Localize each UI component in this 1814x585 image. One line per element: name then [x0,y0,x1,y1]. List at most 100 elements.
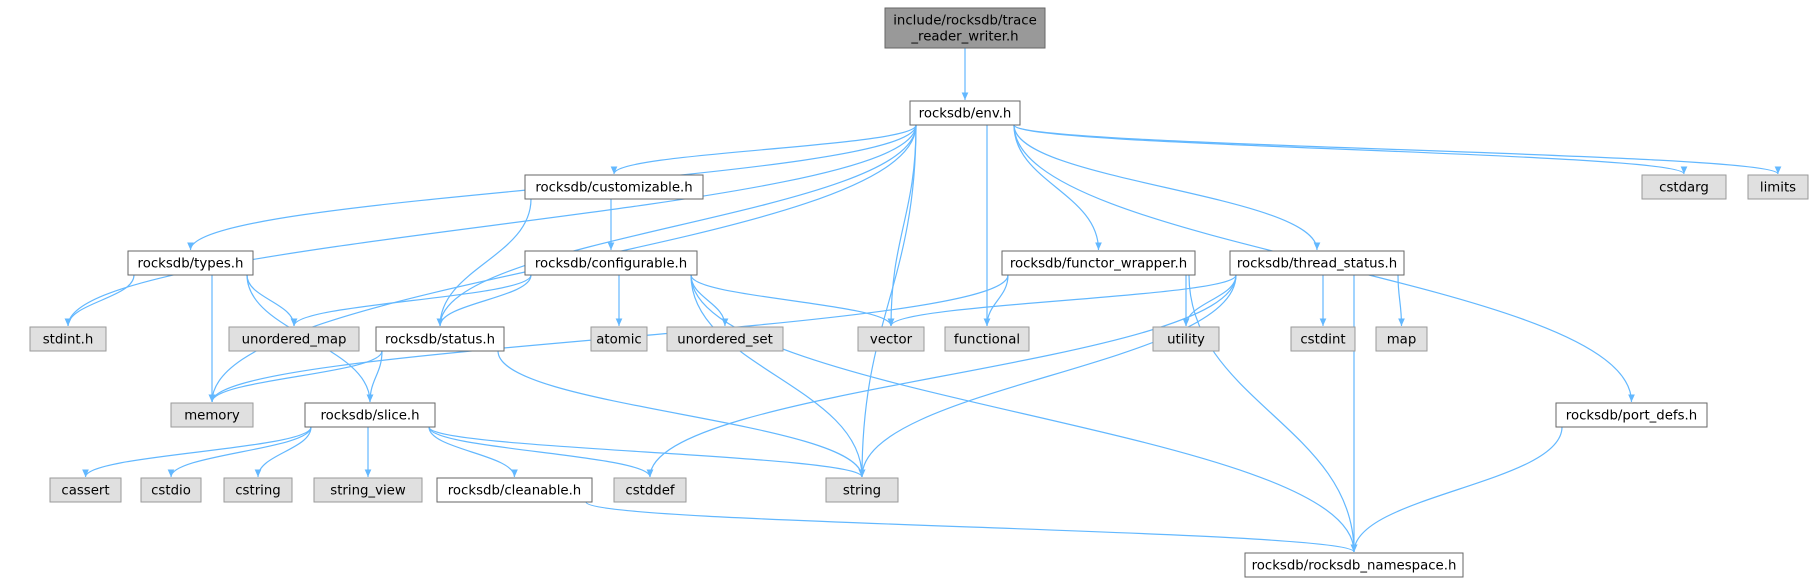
node-thread-label-0: rocksdb/thread_status.h [1237,257,1397,272]
node-portdefs[interactable]: rocksdb/port_defs.h [1555,402,1708,428]
edge-slice-to-string [428,426,866,478]
node-thread[interactable]: rocksdb/thread_status.h [1229,250,1405,276]
node-limits-label-0: limits [1760,181,1796,196]
edge-env-to-thread [1013,124,1321,251]
edge-portdefs-to-ns [1350,426,1563,553]
edge-env-string [858,124,917,478]
edge-functor-ns [1188,274,1358,553]
node-thread-box [1229,250,1405,276]
edge-status-memory [208,350,383,403]
edge-env-to-functor [1013,124,1102,251]
node-string-box [825,477,899,503]
edge-thread-map [1397,274,1405,327]
node-cstring-box [223,477,293,503]
edge-env-stdint [64,124,917,327]
node-configurable[interactable]: rocksdb/configurable.h [524,250,698,276]
edge-configurable-ns [690,274,1358,553]
edge-cleanable-to-ns [585,501,1358,553]
edge-slice-cstdio [167,426,312,478]
node-ns[interactable]: rocksdb/rocksdb_namespace.h [1244,552,1464,578]
node-utility-box [1152,326,1220,352]
node-stringview-box [313,477,423,503]
edge-types-stdint [64,274,135,327]
edge-slice-string [428,426,866,478]
node-umap-box [228,326,360,352]
node-stdint-label-0: stdint.h [43,333,94,348]
node-types[interactable]: rocksdb/types.h [127,250,254,276]
edges-layer [64,48,1782,553]
edge-cleanable-ns [585,501,1358,553]
node-limits-box [1747,174,1809,200]
node-memory-box [170,402,254,428]
node-configurable-label-0: rocksdb/configurable.h [535,257,687,272]
edge-status-string [497,350,866,478]
node-limits: limits [1747,174,1809,200]
edge-slice-cassert [82,426,312,478]
edge-types-umap [246,274,298,327]
edge-configurable-to-ns [690,274,1358,553]
edge-configurable-vector [690,274,895,327]
edge-thread-to-string [858,274,1237,478]
node-stdint-box [29,326,107,352]
edge-env-limits [1013,124,1782,175]
edge-thread-vector [887,274,1237,327]
edge-thread-to-cstddef [646,274,1237,478]
node-functor-box [1001,250,1196,276]
edge-status-to-slice [366,350,383,403]
node-portdefs-label-0: rocksdb/port_defs.h [1566,409,1697,424]
node-cleanable[interactable]: rocksdb/cleanable.h [436,477,593,503]
edge-configurable-status [436,274,532,327]
node-vector: vector [857,326,925,352]
edge-thread-string [858,274,1237,478]
node-uset-label-0: unordered_set [677,333,773,348]
edge-slice-to-cleanable [428,426,518,478]
node-cstdint-label-0: cstdint [1300,333,1345,348]
node-functor-label-0: rocksdb/functor_wrapper.h [1010,257,1187,272]
node-functional: functional [944,326,1030,352]
node-map-label-0: map [1387,333,1417,348]
nodes-layer: include/rocksdb/trace_reader_writer.hroc… [29,7,1809,578]
node-uset-box [666,326,784,352]
node-functor[interactable]: rocksdb/functor_wrapper.h [1001,250,1196,276]
edge-thread-cstddef [646,274,1237,478]
node-utility-label-0: utility [1167,333,1205,348]
node-atomic-label-0: atomic [596,333,641,348]
edge-env-to-cstdarg [1013,124,1688,175]
node-slice-label-0: rocksdb/slice.h [320,409,419,424]
node-cstring: cstring [223,477,293,503]
node-vector-box [857,326,925,352]
edge-configurable-umap [290,274,532,327]
edge-functor-to-ns [1188,274,1358,553]
node-env[interactable]: rocksdb/env.h [909,100,1021,126]
node-ns-label-0: rocksdb/rocksdb_namespace.h [1252,559,1457,574]
node-status-label-0: rocksdb/status.h [385,333,495,348]
node-memory: memory [170,402,254,428]
edge-slice-cstddef [428,426,654,478]
edge-thread-utility [1182,274,1237,327]
node-map: map [1375,326,1428,352]
node-cstdio-label-0: cstdio [151,484,191,499]
edge-status-to-memory [208,350,383,403]
edge-env-to-status [436,124,917,327]
edge-slice-to-cstddef [428,426,654,478]
edge-status-to-string [497,350,866,478]
node-status[interactable]: rocksdb/status.h [375,326,505,352]
node-configurable-box [524,250,698,276]
node-cassert-box [49,477,122,503]
node-cstdio: cstdio [140,477,202,503]
node-cstring-label-0: cstring [235,484,280,499]
edge-slice-to-cstring [254,426,312,478]
node-slice[interactable]: rocksdb/slice.h [304,402,436,428]
node-cassert: cassert [49,477,122,503]
node-cstdarg-box [1641,174,1727,200]
edge-env-to-vector [887,124,917,327]
edge-customizable-to-status [436,198,532,327]
node-root[interactable]: include/rocksdb/trace_reader_writer.h [884,7,1046,49]
node-customizable[interactable]: rocksdb/customizable.h [524,174,704,200]
node-umap-label-0: unordered_map [242,333,347,348]
node-string-label-0: string [843,484,881,499]
edge-slice-cleanable [428,426,518,478]
node-cleanable-label-0: rocksdb/cleanable.h [448,484,582,499]
node-memory-label-0: memory [184,409,240,424]
edge-slice-to-cstdio [167,426,312,478]
